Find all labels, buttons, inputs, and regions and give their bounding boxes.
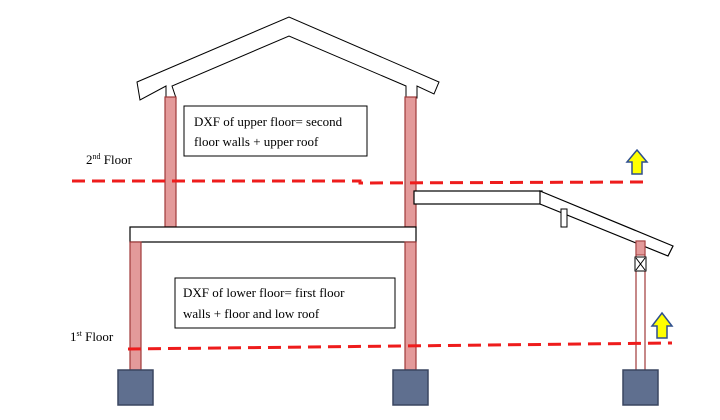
second-floor-up-arrow-icon: [625, 148, 649, 175]
bracket-cross-b: [635, 257, 646, 271]
left-footing: [117, 369, 154, 406]
middle-footing: [392, 369, 429, 406]
lower-floor-note-line1: DXF of lower floor= first floor: [183, 285, 345, 300]
lower-left-post: [129, 241, 142, 371]
upper-floor-note-line2: floor walls + upper roof: [194, 134, 319, 149]
upper-floor-note-box: [183, 105, 368, 157]
porch-sloped-roof: [539, 190, 674, 257]
second-floor-slab: [129, 226, 417, 243]
porch-flat-roof: [413, 190, 543, 205]
upper-right-post: [404, 96, 417, 228]
second-floor-label: 2nd Floor: [86, 152, 133, 167]
porch-hanger: [560, 208, 568, 228]
first-floor-up-arrow-icon: [650, 311, 674, 339]
first-floor-level-line: [127, 341, 673, 351]
second-floor-level-line: [72, 179, 648, 185]
upper-roof: [136, 16, 440, 101]
upper-floor-note-line1: DXF of upper floor= second: [194, 114, 343, 129]
lower-right-post: [404, 241, 417, 371]
right-footing: [622, 369, 659, 406]
lower-floor-note-line2: walls + floor and low roof: [183, 306, 320, 321]
lower-floor-note-box: [174, 277, 396, 329]
porch-post-cap: [635, 240, 646, 256]
first-floor-label: 1st Floor: [70, 329, 114, 344]
upper-left-post: [164, 96, 177, 228]
